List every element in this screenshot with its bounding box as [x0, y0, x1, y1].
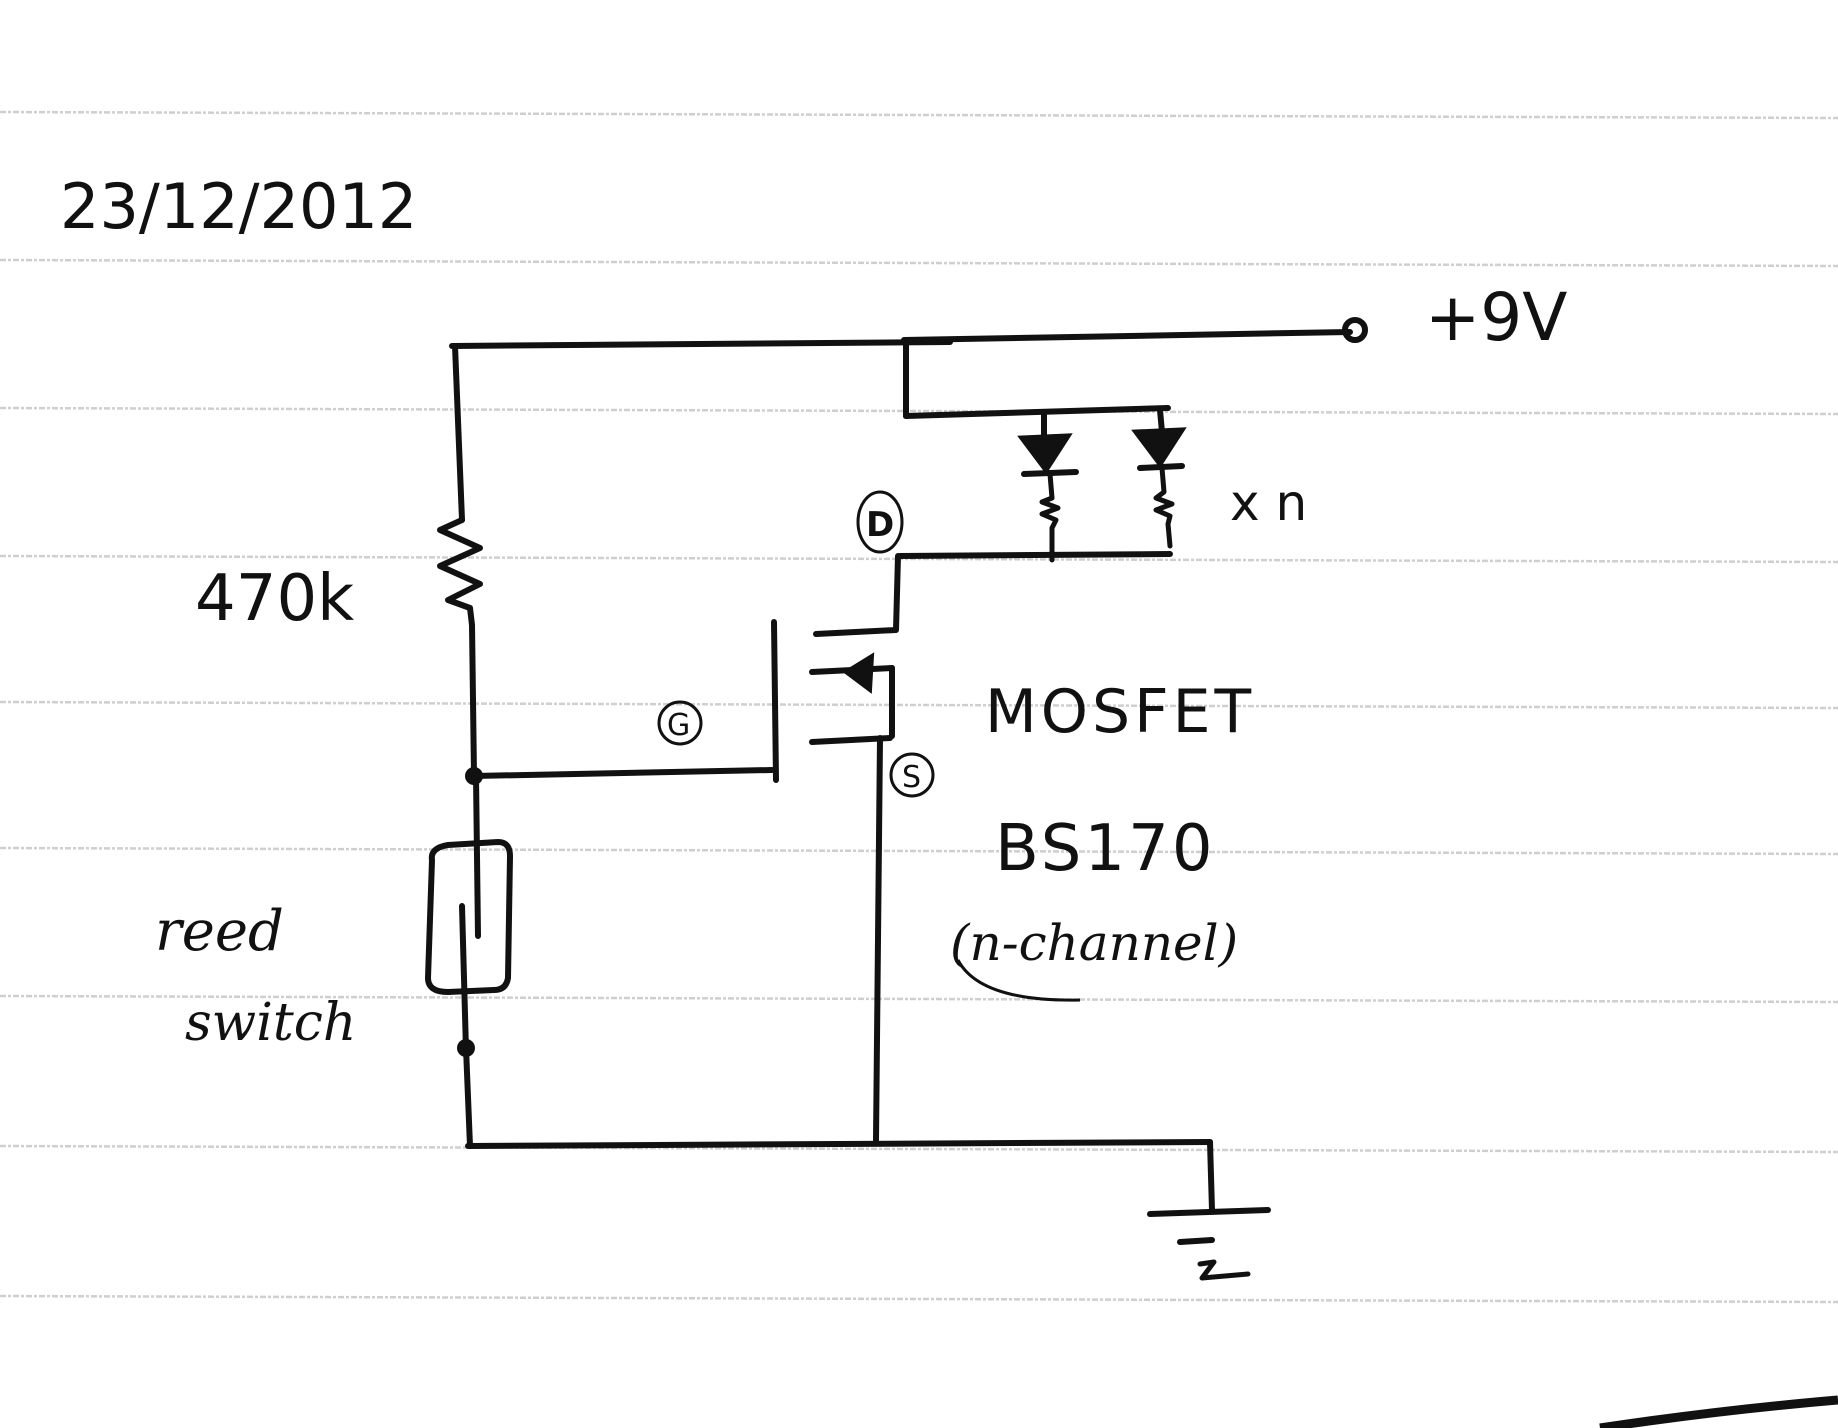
channel-label-underline	[956, 959, 1081, 1002]
rule-line	[0, 1144, 1838, 1154]
rule-line	[0, 554, 1838, 564]
mosfet-part-label: BS170	[995, 812, 1216, 886]
reed-label-line2: switch	[185, 993, 356, 1053]
led-multiplier-label: x n	[1230, 474, 1307, 532]
ground-icon	[1197, 1259, 1251, 1281]
ground-lead	[1207, 1139, 1215, 1213]
rule-line	[0, 258, 1838, 268]
supply-label: +9V	[1425, 279, 1567, 356]
gate-circle	[657, 700, 703, 746]
resistor-label: 470k	[195, 562, 354, 636]
mosfet-symbol	[771, 553, 901, 1143]
date-label: 23/12/2012	[60, 170, 417, 243]
gate-plate	[771, 619, 779, 783]
supply-terminal	[1342, 317, 1368, 343]
led-2-resistor	[1153, 465, 1175, 549]
reed-lead-bottom	[459, 903, 469, 1053]
rule-line	[0, 1294, 1838, 1304]
top-wire-right	[901, 329, 1353, 343]
reed-switch-envelope	[425, 839, 513, 995]
resistor-lead-top	[452, 343, 465, 523]
source-pin-label: S	[902, 760, 921, 795]
reed-lead-top	[473, 773, 481, 939]
led-bottom-bus	[897, 551, 1173, 559]
pin-label-source: S	[889, 752, 935, 798]
pin-label-drain: D	[856, 490, 904, 554]
ground-bar-2	[1177, 1237, 1215, 1245]
ground-rail	[465, 1139, 1213, 1149]
page-edge-stroke	[1599, 1395, 1838, 1428]
led-1-resistor	[1039, 471, 1061, 563]
gate-pin-label: G	[667, 708, 690, 743]
rule-line	[0, 846, 1838, 856]
supply-rail	[449, 317, 1368, 349]
ruled-lines	[0, 110, 1838, 1304]
rule-line	[0, 700, 1838, 710]
rule-line	[0, 406, 1838, 416]
ground-bar-1	[1147, 1207, 1271, 1217]
gate-wire	[471, 767, 775, 779]
pin-label-gate: G	[657, 700, 703, 746]
source-lead	[873, 735, 883, 1143]
led-2	[1131, 407, 1187, 549]
drain-circle	[856, 490, 904, 554]
led-1	[1017, 409, 1079, 563]
led-1-triangle-icon	[1017, 433, 1073, 475]
channel-arrow-icon	[842, 652, 875, 694]
drain-pin-label: D	[866, 505, 894, 545]
mosfet-type-label: MOSFET	[985, 677, 1255, 747]
mosfet-channel-label: (n-channel)	[950, 914, 1238, 972]
resistor-lead-bottom	[469, 622, 477, 778]
top-wire-left	[449, 339, 953, 349]
led-2-triangle-icon	[1131, 427, 1187, 469]
led-top-bus	[903, 405, 1171, 419]
rule-line	[0, 994, 1838, 1004]
rule-line	[0, 110, 1838, 120]
resistor-zigzag	[437, 517, 483, 628]
source-circle	[889, 752, 935, 798]
led-array	[897, 337, 1187, 563]
reed-switch	[425, 773, 513, 1149]
reed-label-line1: reed	[155, 899, 284, 964]
drain-lead	[813, 553, 901, 637]
reed-to-ground-wire	[463, 1045, 473, 1149]
ground	[465, 1139, 1271, 1281]
